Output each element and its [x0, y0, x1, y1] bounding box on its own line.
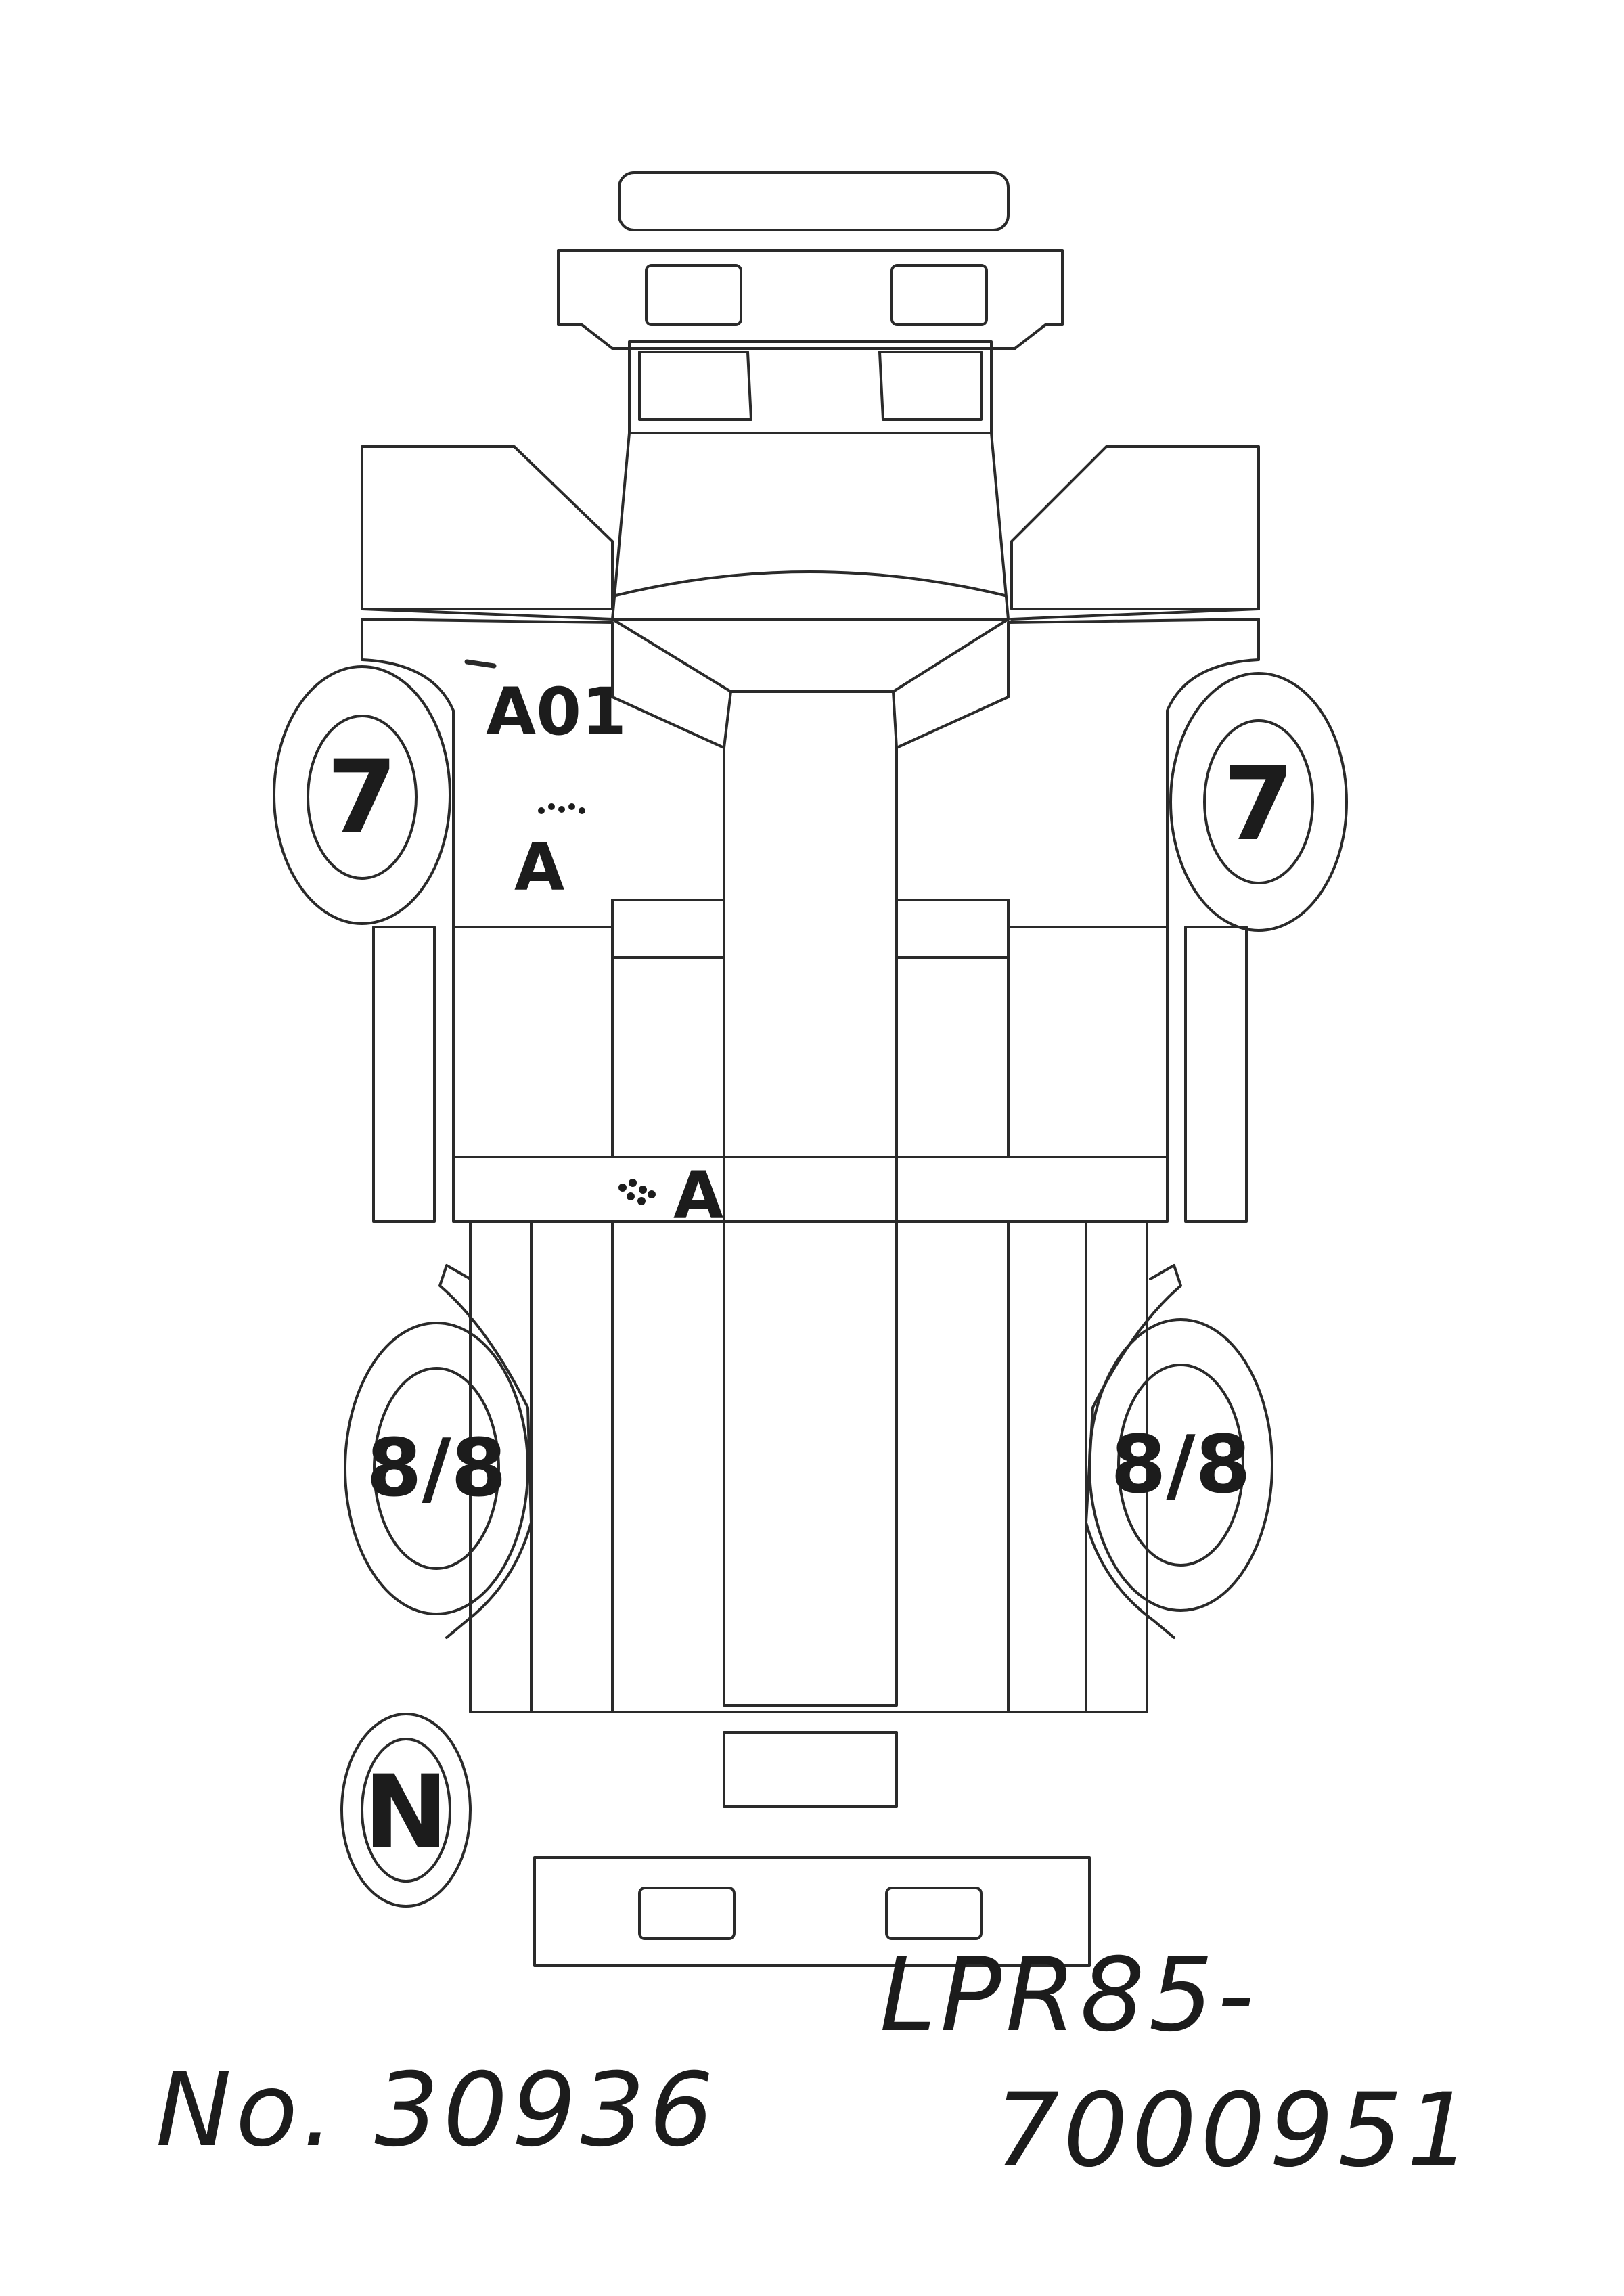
record-number: No. 30936 — [156, 2052, 718, 2169]
frame-center — [723, 690, 898, 1707]
front-right-tire: 7 — [1169, 672, 1348, 932]
front-left-tire: 7 — [273, 665, 451, 925]
right-cab-side — [895, 618, 1260, 928]
annotation-frame-grade: A — [673, 1158, 723, 1234]
annotation-cab-code: A01 — [486, 674, 627, 750]
front-bumper — [618, 171, 1010, 231]
rear-body — [469, 1220, 1148, 1713]
annotations: A01 A A — [464, 659, 723, 1234]
footer: No. 30936 LPR85- 7000951 — [156, 1937, 1475, 2190]
spare-tire: N — [340, 1713, 472, 1908]
rear-hitch — [723, 1731, 898, 1808]
tire-grade-front-right: 7 — [1223, 746, 1294, 863]
cross-member-upper — [611, 899, 1010, 959]
chassis-number: 7000951 — [995, 2072, 1475, 2190]
tire-grade-rear-right: 8/8 — [1110, 1418, 1250, 1511]
cross-member-lower — [452, 1156, 1169, 1223]
annotation-cab-grade: A — [514, 830, 564, 905]
left-door-upper — [361, 445, 614, 621]
rear-fenders — [438, 1264, 1182, 1639]
tire-grade-front-left: 7 — [327, 739, 397, 857]
right-door-upper — [1010, 445, 1260, 621]
step-bars — [372, 926, 1248, 1223]
chassis-mid — [452, 926, 1169, 1158]
rear-bumper — [533, 1856, 1091, 1967]
model-code: LPR85- — [880, 1937, 1258, 2054]
headlight-area — [628, 340, 993, 434]
cab-roof — [611, 432, 1010, 693]
front-panel — [557, 249, 1064, 350]
rear-right-tire: 8/8 — [1088, 1318, 1273, 1612]
tire-grade-spare: N — [363, 1754, 449, 1872]
tire-grade-rear-left: 8/8 — [366, 1421, 506, 1514]
rear-left-tire: 8/8 — [344, 1322, 529, 1615]
